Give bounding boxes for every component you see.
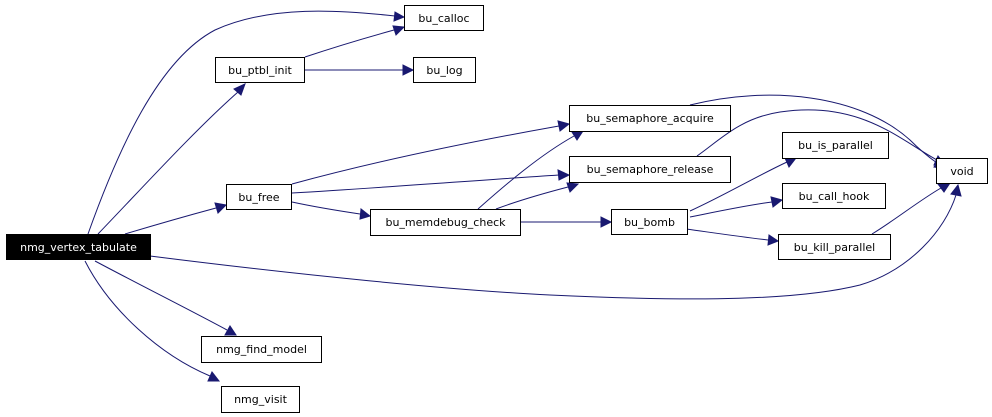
node-nmg-find-model[interactable]: nmg_find_model xyxy=(201,336,322,363)
arrowhead xyxy=(557,120,571,132)
edge-bu-semaphore-release-to-void xyxy=(696,109,938,161)
node-bu-semaphore-release[interactable]: bu_semaphore_release xyxy=(569,156,731,183)
node-bu-log[interactable]: bu_log xyxy=(413,57,476,83)
node-void[interactable]: void xyxy=(936,158,988,184)
edge-bu-bomb-to-bu-call-hook xyxy=(689,201,773,218)
edge-nmg-vertex-tabulate-to-bu-free xyxy=(124,207,217,235)
arrowhead xyxy=(767,234,780,246)
arrowhead xyxy=(393,11,406,22)
edge-bu-memdebug-check-to-bu-semaphore-release xyxy=(495,186,569,210)
node-nmg-vertex-tabulate[interactable]: nmg_vertex_tabulate xyxy=(6,234,151,260)
arrowhead xyxy=(214,202,228,214)
arrowhead xyxy=(770,196,784,208)
edge-nmg-vertex-tabulate-to-bu-calloc xyxy=(87,10,396,235)
edge-bu-kill-parallel-to-void xyxy=(871,187,942,235)
edge-bu-memdebug-check-to-bu-semaphore-acquire xyxy=(477,135,575,210)
edge-bu-free-to-bu-semaphore-acquire xyxy=(291,125,560,185)
arrowhead xyxy=(937,182,951,193)
edge-bu-bomb-to-bu-is-parallel xyxy=(689,161,788,212)
edge-nmg-vertex-tabulate-to-nmg-find-model xyxy=(94,260,228,331)
node-nmg-visit[interactable]: nmg_visit xyxy=(221,386,300,413)
node-bu-memdebug-check[interactable]: bu_memdebug_check xyxy=(370,209,521,236)
node-bu-ptbl-init[interactable]: bu_ptbl_init xyxy=(215,57,305,83)
arrowhead xyxy=(402,64,415,76)
node-bu-semaphore-acquire[interactable]: bu_semaphore_acquire xyxy=(569,105,731,132)
node-bu-call-hook[interactable]: bu_call_hook xyxy=(782,183,886,209)
edge-bu-ptbl-init-to-bu-calloc xyxy=(304,29,395,58)
node-bu-free[interactable]: bu_free xyxy=(226,184,292,210)
arrowhead xyxy=(784,157,798,168)
arrowhead xyxy=(233,83,246,96)
arrowhead xyxy=(359,208,372,220)
arrowhead xyxy=(392,25,406,36)
arrowhead xyxy=(600,216,613,228)
arrowhead xyxy=(207,371,221,382)
node-bu-calloc[interactable]: bu_calloc xyxy=(404,5,484,31)
arrowhead xyxy=(950,183,962,197)
node-bu-bomb[interactable]: bu_bomb xyxy=(611,209,688,235)
node-bu-kill-parallel[interactable]: bu_kill_parallel xyxy=(778,234,891,260)
edge-bu-free-to-bu-semaphore-release xyxy=(291,174,560,194)
node-bu-is-parallel[interactable]: bu_is_parallel xyxy=(782,132,889,159)
arrowhead xyxy=(557,169,571,181)
arrowhead xyxy=(571,130,584,141)
edge-bu-bomb-to-bu-kill-parallel xyxy=(685,228,769,241)
edge-bu-semaphore-acquire-to-void xyxy=(689,94,938,164)
arrowhead xyxy=(566,182,580,193)
edge-bu-free-to-bu-memdebug-check xyxy=(291,201,361,215)
arrowhead xyxy=(224,325,237,336)
edge-nmg-vertex-tabulate-to-void xyxy=(149,194,957,300)
edge-nmg-vertex-tabulate-to-bu-ptbl-init xyxy=(97,91,239,235)
edge-nmg-vertex-tabulate-to-nmg-visit xyxy=(84,260,211,377)
